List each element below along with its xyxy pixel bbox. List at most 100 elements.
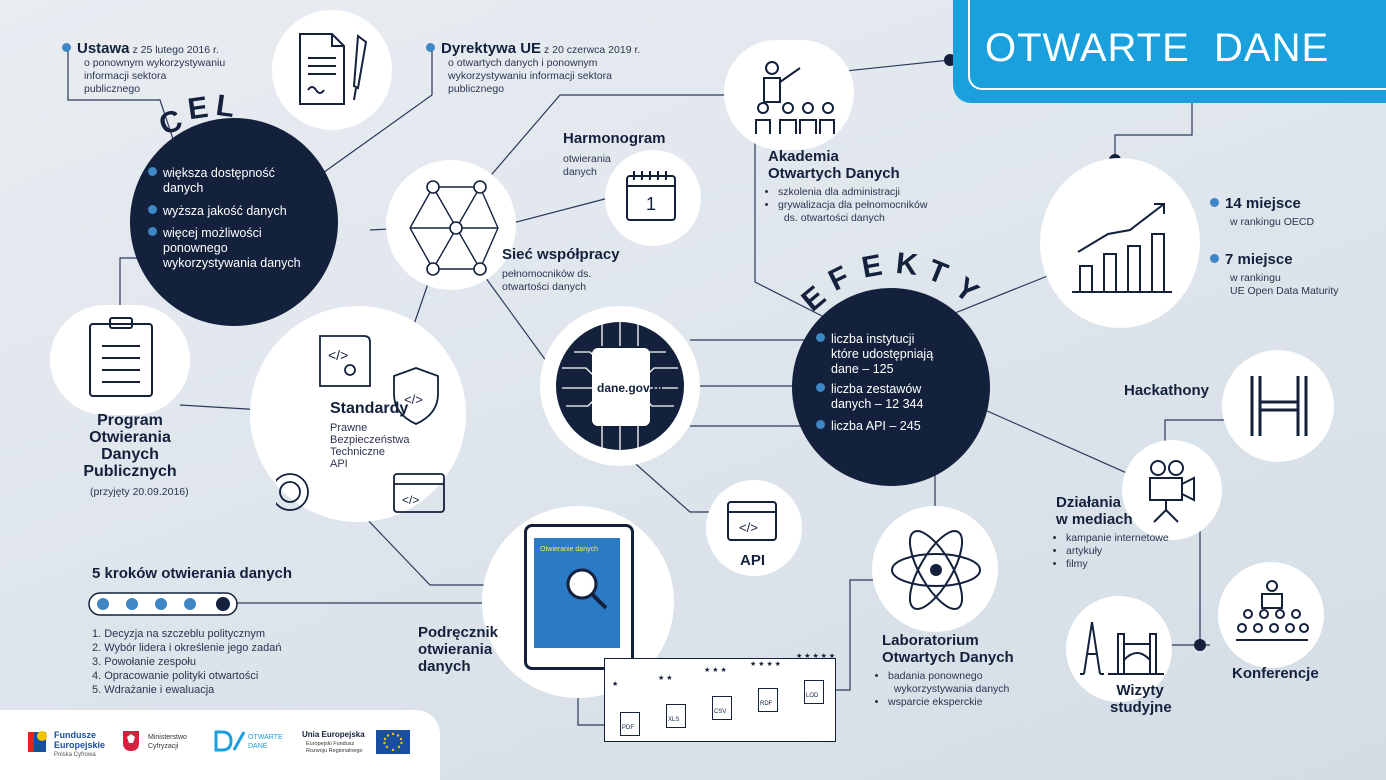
file-icon — [758, 688, 778, 712]
file-icon — [712, 696, 732, 720]
standardy-items: Prawne Bezpieczeństwa Techniczne API — [330, 422, 410, 470]
fe-sub: Polska Cyfrowa — [54, 752, 96, 758]
document-circle — [272, 10, 392, 130]
lab-title: Laboratorium Otwartych Danych — [882, 632, 1014, 666]
dyrektywa-desc: o otwartych danych i ponownym wykorzysty… — [448, 57, 612, 95]
ustawa-block: Ustawa z 25 lutego 2016 r. — [62, 40, 219, 58]
file-label: XLS — [668, 717, 680, 723]
ue-sub: Europejski Fundusz Rozwoju Regionalnego — [306, 741, 363, 754]
star-rating: ★ ★ ★ ★ ★ — [796, 653, 836, 660]
ranking-desc: w rankingu OECD — [1230, 216, 1315, 228]
cel-letter: E — [185, 90, 212, 127]
harmonogram-title: Harmonogram — [563, 130, 666, 147]
siec-title: Sieć współpracy — [502, 246, 620, 263]
ranking-item: 7 miejsce — [1210, 251, 1293, 269]
api-circle — [706, 480, 802, 576]
landmarks-icon — [1080, 621, 1164, 675]
kroki-step: 5. Wdrażanie i ewaluacja — [92, 684, 215, 696]
footer-logos — [0, 710, 440, 780]
page-title: OTWARTE DANE — [985, 26, 1330, 70]
wizyty-title: Wizyty studyjne — [1110, 682, 1172, 716]
cel-item: wyższa jakość danych — [148, 204, 287, 219]
dyrektywa-bold: Dyrektywa UE — [441, 40, 542, 57]
classroom-icon — [755, 61, 835, 134]
file-label: RDF — [760, 701, 773, 707]
api-label: API — [740, 552, 766, 569]
file-icon — [804, 680, 824, 704]
conference-circle — [1218, 562, 1324, 668]
standardy-title: Standardy — [330, 400, 409, 417]
efekty-item: liczba zestawów danych – 12 344 — [816, 382, 923, 412]
chart-circle — [1040, 158, 1200, 328]
program-date: (przyjęty 20.09.2016) — [90, 486, 189, 498]
dyrektywa-date: z 20 czerwca 2019 r. — [541, 44, 641, 56]
calendar-circle — [605, 150, 701, 246]
ranking-desc: w rankingu UE Open Data Maturity — [1230, 272, 1339, 297]
cel-circle — [130, 118, 338, 326]
calendar-icon — [626, 171, 676, 221]
otwarte-dane-logo-icon — [214, 730, 246, 752]
cel-item: większa dostępność danych — [148, 166, 275, 196]
media-title: Działania w mediach — [1056, 494, 1133, 528]
dyrektywa-block: Dyrektywa UE z 20 czerwca 2019 r. — [426, 40, 640, 58]
clipboard-icon — [89, 317, 153, 397]
api-window-icon: </> — [727, 501, 777, 541]
bullet-icon — [62, 43, 71, 52]
file-label: CSV — [714, 709, 727, 715]
teacher-circle — [724, 40, 854, 150]
bullet-icon — [426, 43, 435, 52]
atom-icon — [891, 530, 981, 610]
program-title: Program Otwierania Danych Publicznych — [83, 412, 177, 480]
kroki-step: 3. Powołanie zespołu — [92, 656, 196, 668]
svg-text:</>: </> — [404, 392, 423, 407]
media-item: kampanie internetowe — [1066, 532, 1169, 545]
camera-circle — [1122, 440, 1222, 540]
growth-chart-icon — [1072, 203, 1172, 293]
min-label: Ministerstwo Cyfryzacji — [148, 734, 187, 750]
star-rating: ★ ★ ★ — [704, 667, 727, 674]
stars-box — [604, 658, 836, 742]
kroki-title: 5 kroków otwierania danych — [92, 565, 293, 582]
fe-label: Fundusze Europejskie — [54, 730, 106, 750]
ustawa-desc: o ponownym wykorzystywaniu informacji se… — [84, 57, 226, 95]
title-inner — [968, 0, 1386, 90]
hackathon-logo-icon — [1250, 376, 1308, 436]
harmonogram-desc: otwierania danych — [563, 153, 611, 178]
file-icon — [620, 712, 640, 736]
ue-label: Unia Europejska — [302, 730, 365, 739]
ustawa-date: z 25 lutego 2016 r. — [129, 44, 219, 56]
conference-icon — [1236, 580, 1309, 641]
star-rating: ★ — [612, 681, 619, 688]
star-rating: ★ ★ — [658, 675, 673, 682]
siec-desc: pełnomocników ds. otwartości danych — [502, 268, 592, 293]
akademia-item: szkolenia dla administracji — [778, 186, 927, 199]
steps-progress-icon — [88, 592, 238, 616]
tablet-text: Otwieranie danych — [540, 546, 598, 553]
svg-text:</>: </> — [402, 493, 419, 507]
calendar-day: 1 — [646, 194, 657, 214]
hackathony-title: Hackathony — [1124, 382, 1210, 399]
akademia-item: grywalizacja dla pełnomocników ds. otwar… — [778, 199, 927, 225]
akademia-title: Akademia Otwartych Danych — [768, 148, 900, 182]
media-list: kampanie internetoweartykułyfilmy — [1054, 532, 1169, 571]
konferencje-title: Konferencje — [1232, 665, 1319, 682]
od-label: OTWARTE DANE — [248, 734, 283, 750]
file-label: LOD — [806, 693, 819, 699]
svg-text:</>: </> — [328, 347, 348, 363]
lab-list: badania ponownego wykorzystywania danych… — [876, 670, 1009, 709]
efekty-circle — [792, 288, 990, 486]
portal-label: dane.gov.pl — [597, 381, 663, 395]
akademia-list: szkolenia dla administracjigrywalizacja … — [766, 186, 927, 225]
svg-text:</>: </> — [739, 520, 758, 535]
lab-item: badania ponownego wykorzystywania danych — [888, 670, 1009, 696]
magnifier-icon — [566, 568, 608, 610]
media-item: filmy — [1066, 558, 1169, 571]
media-item: artykuły — [1066, 545, 1169, 558]
podrecznik-title: Podręcznik otwierania danych — [418, 624, 499, 675]
efekty-item: liczba API – 245 — [816, 419, 921, 434]
efekty-item: liczba instytucji które udostępniają dan… — [816, 332, 933, 377]
video-camera-icon — [1149, 460, 1195, 523]
lab-item: wsparcie eksperckie — [888, 696, 1009, 709]
file-label: PDF — [622, 725, 634, 731]
cel-item: więcej możliwości ponownego wykorzystywa… — [148, 226, 301, 271]
